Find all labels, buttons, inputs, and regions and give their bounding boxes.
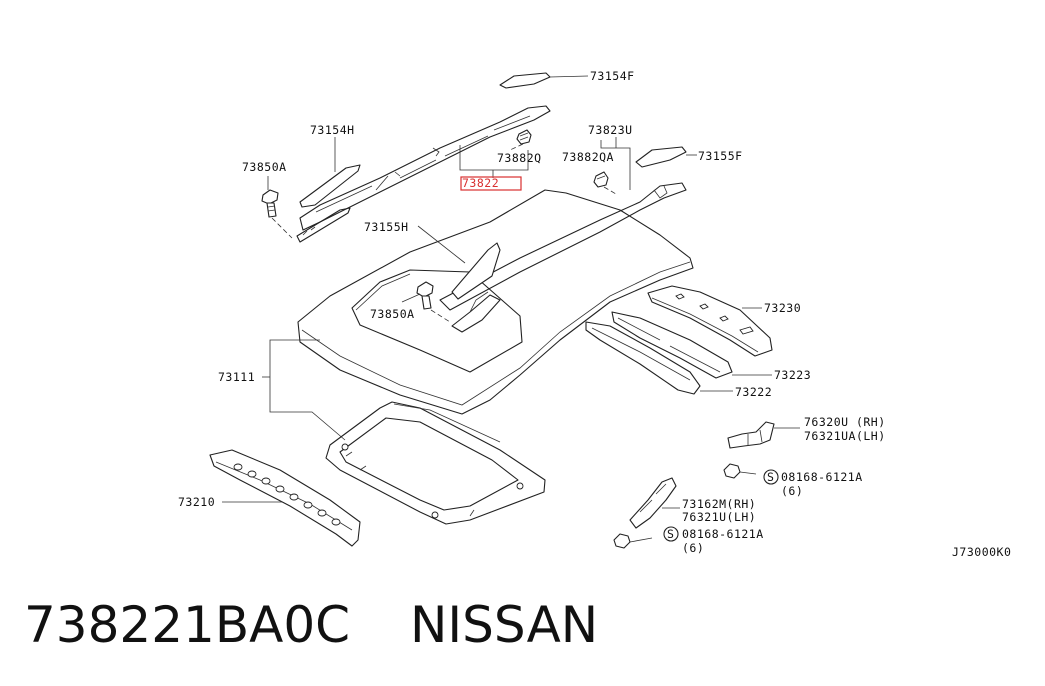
label-73162m: 73162M(RH)	[682, 497, 756, 511]
brand-name: NISSAN	[410, 596, 599, 654]
roof-rail-73823u	[439, 137, 687, 311]
label-73882qa: 73882QA	[562, 150, 614, 164]
label-73155h: 73155H	[364, 220, 409, 234]
label-73222: 73222	[735, 385, 772, 399]
bolt-08168-upper	[723, 463, 757, 479]
roof-bow-73222	[585, 321, 733, 395]
label-76320u: 76320U (RH)	[804, 415, 886, 429]
label-08168-upper: 08168-6121A	[781, 470, 863, 484]
roof-rail-molding-73822	[299, 105, 551, 231]
label-73210: 73210	[178, 495, 215, 509]
label-73154f: 73154F	[590, 69, 635, 83]
label-73155f: 73155F	[698, 149, 743, 163]
label-73111: 73111	[218, 370, 255, 384]
part-number: 738221BA0C	[24, 596, 351, 654]
rear-roof-rail-73230	[647, 285, 773, 357]
screw-symbol-lower-text: S	[667, 527, 674, 541]
clip-73882qa	[593, 171, 617, 195]
sunroof-frame	[325, 401, 546, 525]
label-08168-lower-qty: (6)	[682, 541, 704, 555]
label-76321u: 76321U(LH)	[682, 510, 756, 524]
screw-symbol-lower: S	[663, 526, 679, 542]
bolt-73850a-mid	[401, 281, 451, 323]
highlight-box-73822	[460, 176, 522, 191]
label-73822: 73822	[462, 176, 499, 190]
screw-symbol-upper: S	[763, 469, 779, 485]
molding-73155f	[635, 146, 697, 168]
label-73850a-top: 73850A	[242, 160, 287, 174]
roof-rail-73223	[611, 311, 772, 379]
bracket-73162m	[629, 477, 680, 529]
label-73850a-mid: 73850A	[370, 307, 415, 321]
label-73230: 73230	[764, 301, 801, 315]
roof-rail-inner-left	[296, 207, 351, 243]
molding-73154f	[499, 72, 589, 89]
leader-73111	[262, 339, 346, 441]
molding-73154h	[299, 137, 361, 208]
parts-diagram: S S 73154F 73154H 73823U 73850A 73882Q 7…	[178, 69, 1011, 559]
roof-panel-73111	[297, 189, 694, 415]
bolt-08168-lower	[613, 533, 653, 549]
screw-symbol-upper-text: S	[767, 470, 774, 484]
label-73223: 73223	[774, 368, 811, 382]
front-roof-rail-73210	[209, 449, 361, 547]
bolt-73850a-top	[261, 176, 293, 239]
label-76321ua: 76321UA(LH)	[804, 429, 886, 443]
label-73823u: 73823U	[588, 123, 633, 137]
bracket-76320u	[727, 421, 800, 449]
label-73154h: 73154H	[310, 123, 355, 137]
label-08168-lower: 08168-6121A	[682, 527, 764, 541]
caption: 738221BA0C NISSAN	[24, 596, 1024, 666]
label-73882q: 73882Q	[497, 151, 542, 165]
diagram-code: J73000K0	[952, 545, 1011, 559]
label-08168-upper-qty: (6)	[781, 484, 803, 498]
clip-73882q	[509, 129, 532, 151]
molding-73155h	[417, 225, 501, 333]
